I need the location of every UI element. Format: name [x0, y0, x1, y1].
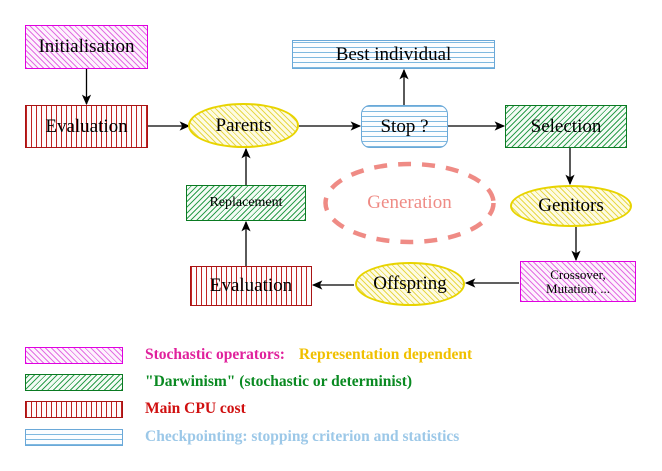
legend-row-stochastic: Stochastic operators: Representation depe… [25, 346, 472, 364]
node-genitors-label: Genitors [538, 195, 604, 217]
node-parents-label: Parents [215, 114, 272, 136]
node-selection[interactable]: Selection [505, 105, 627, 148]
legend-label-stochastic-primary: Stochastic operators: [145, 346, 285, 363]
legend-swatch-darwinism [25, 373, 123, 391]
legend-text-stochastic: Stochastic operators: Representation depe… [145, 346, 472, 364]
node-initialisation[interactable]: Initialisation [25, 25, 148, 69]
legend-label-cpu-primary: Main CPU cost [145, 400, 246, 417]
node-replacement-label: Replacement [209, 194, 283, 210]
node-parents[interactable]: Parents [188, 103, 299, 148]
legend-row-darwinism: "Darwinism" (stochastic or determinist) [25, 373, 412, 391]
node-stop[interactable]: Stop ? [361, 105, 448, 148]
legend-row-cpu: Main CPU cost [25, 400, 246, 418]
legend-label-stochastic-secondary: Representation dependent [298, 346, 473, 363]
legend-swatch-checkpointing [25, 428, 123, 446]
legend-text-cpu: Main CPU cost [145, 400, 246, 418]
node-stop-label: Stop ? [380, 115, 429, 137]
node-replacement[interactable]: Replacement [186, 185, 306, 221]
legend-swatch-stochastic [25, 346, 123, 364]
node-crossover-mutation[interactable]: Crossover, Mutation, ... [520, 261, 636, 302]
node-crossover-mutation-label: Crossover, Mutation, ... [546, 266, 610, 296]
node-best-individual[interactable]: Best individual [292, 40, 495, 69]
node-best-individual-label: Best individual [335, 43, 452, 65]
node-evaluation-bottom-label: Evaluation [209, 275, 293, 297]
legend-text-darwinism: "Darwinism" (stochastic or determinist) [145, 373, 412, 391]
legend-label-darwinism-primary: "Darwinism" (stochastic or determinist) [145, 373, 413, 390]
legend-text-checkpointing: Checkpointing: stopping criterion and st… [145, 428, 459, 446]
node-evaluation-bottom[interactable]: Evaluation [190, 266, 312, 306]
node-initialisation-label: Initialisation [38, 36, 135, 58]
node-selection-label: Selection [530, 115, 602, 137]
legend-label-checkpointing-primary: Checkpointing: stopping criterion and st… [145, 428, 460, 445]
node-evaluation-top[interactable]: Evaluation [25, 105, 148, 148]
legend-row-checkpointing: Checkpointing: stopping criterion and st… [25, 428, 459, 446]
node-offspring-label: Offspring [373, 273, 447, 295]
node-evaluation-top-label: Evaluation [45, 115, 128, 137]
node-genitors[interactable]: Genitors [510, 185, 632, 227]
legend-swatch-cpu [25, 400, 123, 418]
node-offspring[interactable]: Offspring [355, 262, 465, 306]
